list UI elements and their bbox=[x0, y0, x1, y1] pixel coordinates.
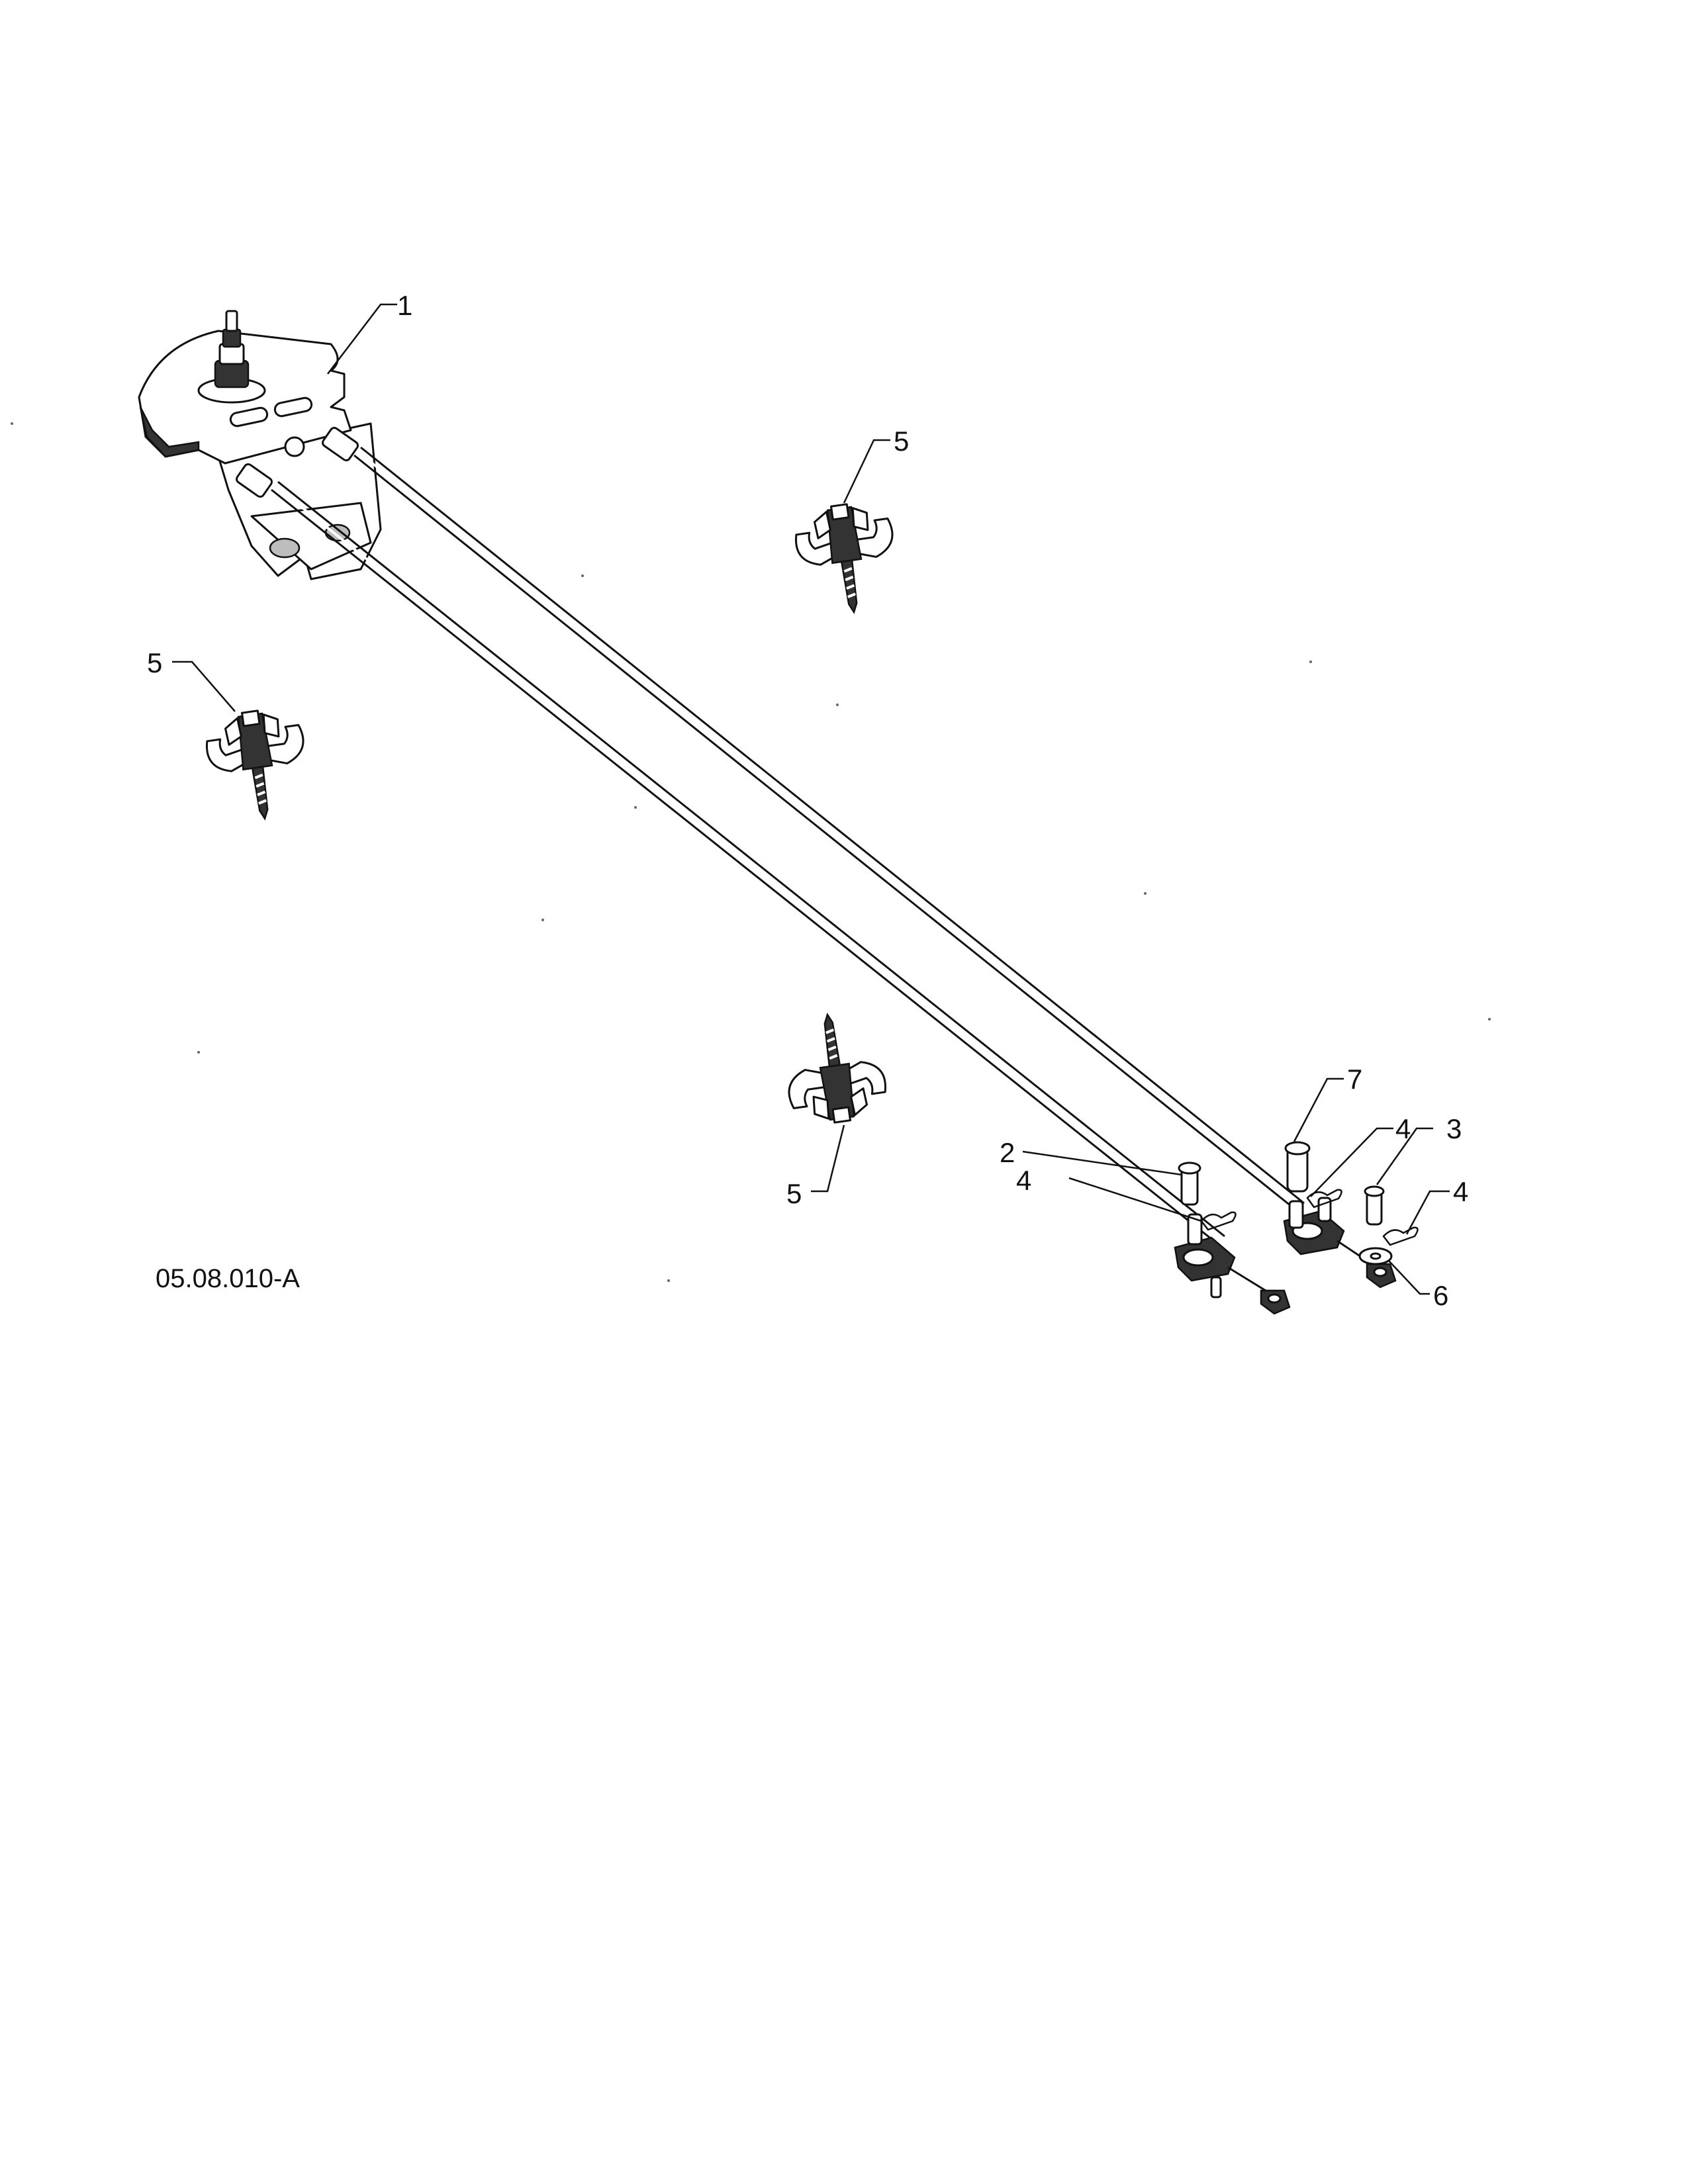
washer-icon bbox=[1358, 1247, 1393, 1265]
callout-labels: 1 5 5 5 7 4 3 2 4 4 6 bbox=[147, 290, 1468, 1311]
cable-clip-icon bbox=[790, 497, 904, 620]
callout-5-left: 5 bbox=[147, 647, 162, 678]
callout-5-bottom: 5 bbox=[786, 1178, 802, 1209]
clevis-pin-icon bbox=[1178, 1161, 1201, 1206]
deflector-bracket-assembly-icon bbox=[138, 310, 382, 580]
scan-specks bbox=[11, 422, 1491, 1282]
callout-5-top: 5 bbox=[894, 426, 909, 457]
control-cables bbox=[271, 446, 1305, 1246]
cable-end-fitting-icon bbox=[1366, 1263, 1397, 1289]
cable-clip-icon bbox=[201, 704, 315, 827]
clevis-pin-icon bbox=[1364, 1185, 1385, 1226]
callout-4-left: 4 bbox=[1016, 1165, 1031, 1196]
clevis-pin-icon bbox=[1284, 1141, 1311, 1193]
hairpin-cotter-icon bbox=[1382, 1226, 1419, 1246]
callout-2: 2 bbox=[1000, 1137, 1015, 1168]
diagram-reference-code: 05.08.010-A bbox=[156, 1264, 300, 1293]
cable-end-fitting-icon bbox=[1260, 1289, 1291, 1315]
cable-clip-icon bbox=[777, 1007, 891, 1130]
callout-3: 3 bbox=[1446, 1113, 1462, 1144]
callout-4-right: 4 bbox=[1453, 1176, 1468, 1207]
cable-linkage-left bbox=[1174, 1213, 1291, 1315]
leader-lines bbox=[172, 303, 1450, 1295]
callout-6: 6 bbox=[1433, 1280, 1448, 1311]
callout-4-upper: 4 bbox=[1395, 1113, 1411, 1144]
callout-7: 7 bbox=[1347, 1064, 1362, 1095]
cable-linkage-right bbox=[1283, 1197, 1397, 1289]
callout-1: 1 bbox=[397, 290, 412, 321]
hairpin-cotter-icon bbox=[1200, 1211, 1237, 1231]
